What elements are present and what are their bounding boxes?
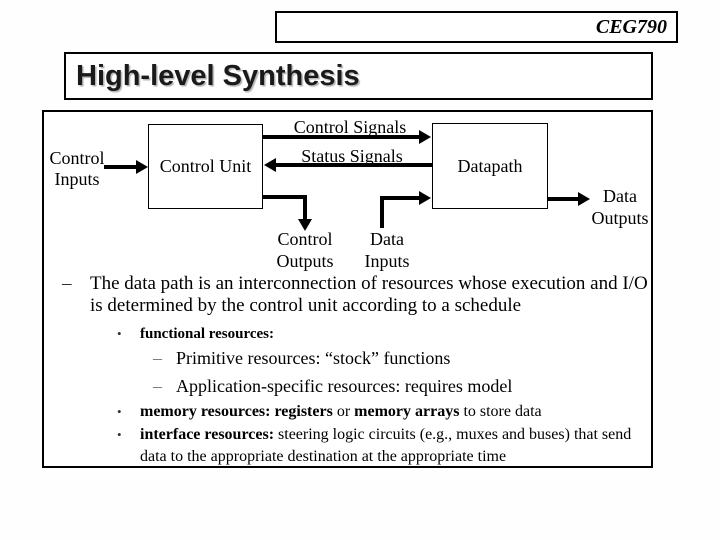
bullet-segment: memory arrays bbox=[354, 403, 460, 420]
bullet-marker: • bbox=[117, 427, 122, 442]
bullet-segment: steering logic circuits (e.g., muxes and… bbox=[140, 426, 632, 465]
control-outputs-label-line1: Control bbox=[277, 229, 333, 249]
data-inputs-label-line2: Inputs bbox=[364, 251, 410, 271]
control-signals-arrow-line bbox=[263, 135, 420, 139]
bullet-marker: – bbox=[153, 348, 162, 368]
data-outputs-label-line1: Data bbox=[603, 186, 637, 206]
course-code: CEG790 bbox=[595, 15, 667, 38]
bullet-marker: – bbox=[153, 376, 162, 396]
control-inputs-label-line1: Control bbox=[49, 148, 105, 168]
status-signals-arrow-line bbox=[276, 163, 432, 167]
data-inputs-label-line1: Data bbox=[370, 229, 404, 249]
control-outputs-label-line2: Outputs bbox=[276, 251, 334, 271]
bullet-item-functional-resources: • functional resources: bbox=[117, 325, 597, 343]
status-signals-label: Status Signals bbox=[301, 146, 403, 166]
bullet-item-primitive-resources: – Primitive resources: “stock” functions bbox=[153, 348, 623, 368]
data-inputs-arrow-hline bbox=[380, 196, 420, 200]
control-inputs-label: Control Inputs bbox=[40, 148, 114, 190]
control-unit-box: Control Unit bbox=[148, 124, 263, 209]
data-outputs-arrow-line bbox=[548, 197, 579, 201]
bullet-marker: • bbox=[117, 326, 122, 341]
data-outputs-label: Data Outputs bbox=[588, 185, 652, 229]
bullet-item-datapath: – The data path is an interconnection of… bbox=[62, 273, 654, 316]
bullet-text: memory resources: registers or memory ar… bbox=[140, 402, 637, 421]
control-inputs-arrow-line bbox=[104, 165, 138, 169]
data-inputs-arrowhead bbox=[419, 191, 431, 205]
bullet-marker: – bbox=[62, 273, 72, 294]
control-outputs-arrowhead bbox=[298, 219, 312, 231]
data-outputs-arrowhead bbox=[578, 192, 590, 206]
course-code-box: CEG790 bbox=[275, 11, 678, 43]
title-box: High-level Synthesis bbox=[64, 52, 653, 100]
data-inputs-arrow-vline bbox=[380, 197, 384, 228]
bullet-item-interface-resources: • interface resources: steering logic ci… bbox=[117, 424, 645, 468]
bullet-marker: • bbox=[117, 404, 122, 419]
control-signals-label: Control Signals bbox=[293, 117, 407, 137]
datapath-label: Datapath bbox=[457, 155, 523, 176]
bullet-text: Primitive resources: “stock” functions bbox=[176, 348, 451, 368]
control-outputs-label: Control Outputs bbox=[268, 228, 342, 272]
bullet-segment: memory resources: registers bbox=[140, 403, 333, 420]
control-inputs-arrowhead bbox=[136, 160, 148, 174]
control-signals-arrowhead bbox=[419, 130, 431, 144]
bullet-segment: or bbox=[332, 403, 355, 420]
status-signals-arrowhead bbox=[264, 158, 276, 172]
datapath-box: Datapath bbox=[432, 123, 548, 209]
control-inputs-label-line2: Inputs bbox=[54, 169, 100, 189]
bullet-segment: to store data bbox=[459, 403, 542, 420]
bullet-item-application-specific: – Application-specific resources: requir… bbox=[153, 376, 623, 396]
bullet-text: functional resources: bbox=[140, 326, 275, 342]
data-inputs-label: Data Inputs bbox=[358, 228, 416, 272]
data-outputs-label-line2: Outputs bbox=[591, 208, 649, 228]
bullet-text: interface resources: steering logic circ… bbox=[140, 424, 645, 468]
bullet-text: The data path is an interconnection of r… bbox=[90, 273, 648, 316]
bullet-item-memory-resources: • memory resources: registers or memory … bbox=[117, 402, 637, 421]
control-outputs-arrow-hline bbox=[263, 195, 307, 199]
control-unit-label: Control Unit bbox=[159, 156, 252, 176]
control-outputs-arrow-vline bbox=[303, 195, 307, 220]
bullet-segment: interface resources: bbox=[140, 426, 275, 443]
bullet-text: Application-specific resources: requires… bbox=[176, 376, 513, 396]
page-title: High-level Synthesis bbox=[76, 59, 360, 92]
